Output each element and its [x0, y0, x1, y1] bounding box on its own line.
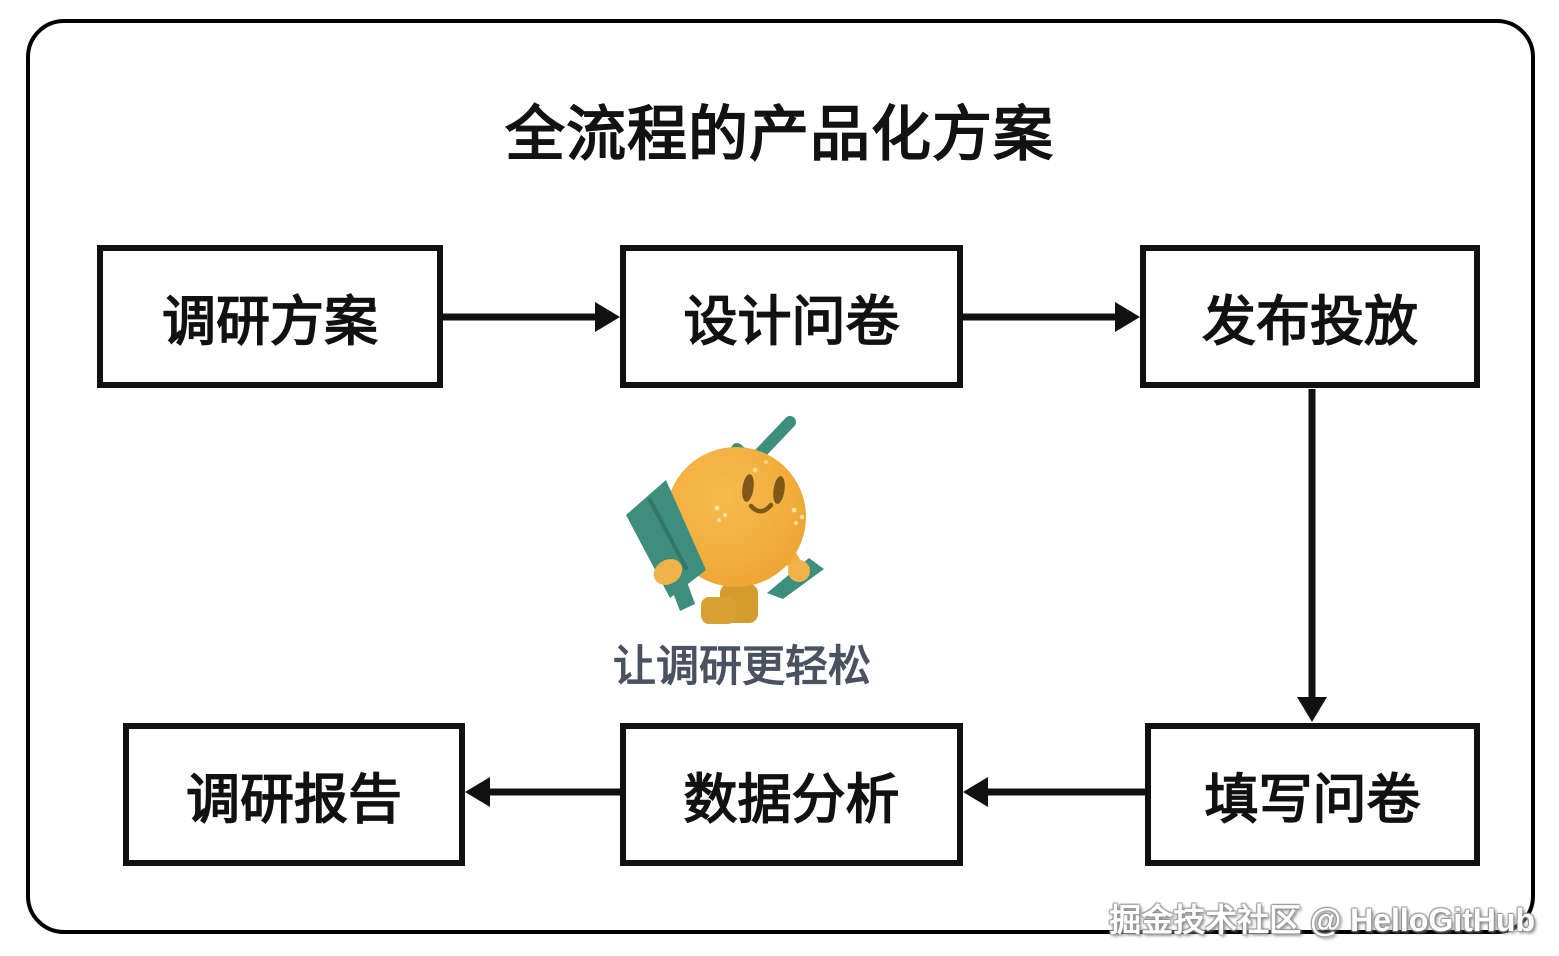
flow-node-research-plan: 调研方案: [97, 245, 443, 388]
arrow-shaft: [443, 313, 600, 321]
mascot-boots-icon: [701, 584, 758, 624]
mascot-scroll-icon: [626, 480, 706, 611]
mascot-slogan: 让调研更轻松: [613, 643, 871, 691]
mascot-face-icon: [714, 474, 805, 525]
flow-node-label: 发布投放: [1202, 292, 1418, 352]
flow-node-label: 调研报告: [186, 770, 402, 830]
arrow-publish-to-fill-icon: [1292, 389, 1332, 722]
mascot-body-icon: [666, 447, 806, 587]
flow-node-label: 填写问卷: [1204, 770, 1421, 830]
arrow-shaft: [1308, 389, 1316, 702]
arrow-head: [595, 302, 620, 332]
flow-node-fill-questionnaire: 填写问卷: [1145, 723, 1480, 866]
flow-node-label: 调研方案: [162, 292, 378, 352]
mascot-section: 让调研更轻松: [613, 412, 871, 694]
flow-node-design-questionnaire: 设计问卷: [620, 245, 963, 388]
arrow-head: [1297, 697, 1327, 722]
orange-mascot-icon: [626, 416, 824, 624]
flow-node-publish-distribute: 发布投放: [1140, 245, 1480, 388]
arrow-shaft: [485, 788, 620, 796]
arrow-plan-to-design-icon: [443, 302, 620, 332]
arrow-analysis-to-report-icon: [465, 777, 620, 807]
flow-node-data-analysis: 数据分析: [620, 723, 963, 866]
arrow-design-to-publish-icon: [963, 302, 1140, 332]
arrow-head: [1115, 302, 1140, 332]
arrow-shaft: [983, 788, 1145, 796]
arrow-fill-to-analysis-icon: [963, 777, 1145, 807]
flow-node-label: 设计问卷: [683, 292, 900, 352]
arrow-head: [465, 777, 490, 807]
arrow-head: [963, 777, 988, 807]
diagram-title: 全流程的产品化方案: [505, 101, 1054, 168]
watermark-text: 掘金技术社区 @ HelloGitHub: [1109, 902, 1535, 938]
flow-node-research-report: 调研报告: [123, 723, 465, 866]
arrow-shaft: [963, 313, 1120, 321]
flow-node-label: 数据分析: [683, 770, 900, 830]
